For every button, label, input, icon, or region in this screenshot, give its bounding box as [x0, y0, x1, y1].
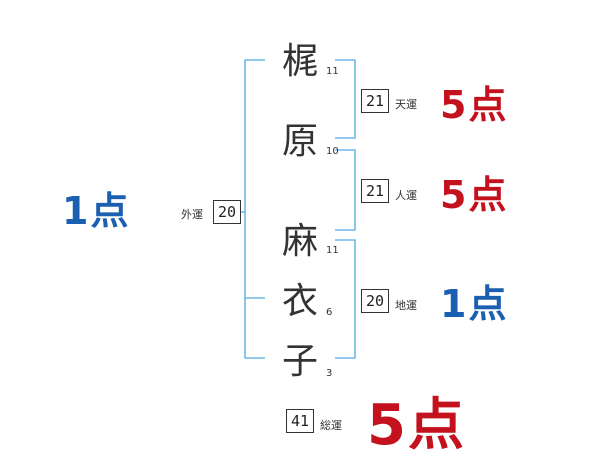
name-char-4: 衣: [281, 281, 318, 322]
gaiun-bracket: [244, 59, 265, 359]
stroke-count-2: 10: [326, 146, 339, 157]
jinun-score: 5点: [440, 173, 509, 217]
tenun-label: 天運: [395, 98, 417, 111]
souun-score: 5点: [367, 393, 466, 458]
stroke-count-4: 6: [326, 307, 333, 318]
stroke-count-1: 11: [326, 66, 339, 77]
gaiun-score: 1点: [62, 189, 131, 233]
stroke-count-5: 3: [326, 368, 333, 379]
jinun-value: 21: [361, 179, 389, 203]
name-char-2: 原: [281, 121, 318, 162]
tenun-bracket: [335, 59, 356, 139]
tenun-value: 21: [361, 89, 389, 113]
gaiun-value: 20: [213, 200, 241, 224]
gaiun-label: 外運: [181, 208, 203, 221]
chiun-value: 20: [361, 289, 389, 313]
chiun-score: 1点: [440, 282, 509, 326]
tenun-score: 5点: [440, 83, 509, 127]
chiun-bracket: [335, 239, 356, 359]
souun-value: 41: [286, 409, 314, 433]
name-char-1: 梶: [281, 41, 318, 82]
name-char-5: 子: [281, 341, 318, 382]
chiun-label: 地運: [395, 299, 417, 312]
souun-label: 総運: [320, 419, 342, 432]
jinun-bracket: [335, 149, 356, 231]
stroke-count-3: 11: [326, 245, 339, 256]
name-char-3: 麻: [281, 221, 318, 262]
jinun-label: 人運: [395, 189, 417, 202]
